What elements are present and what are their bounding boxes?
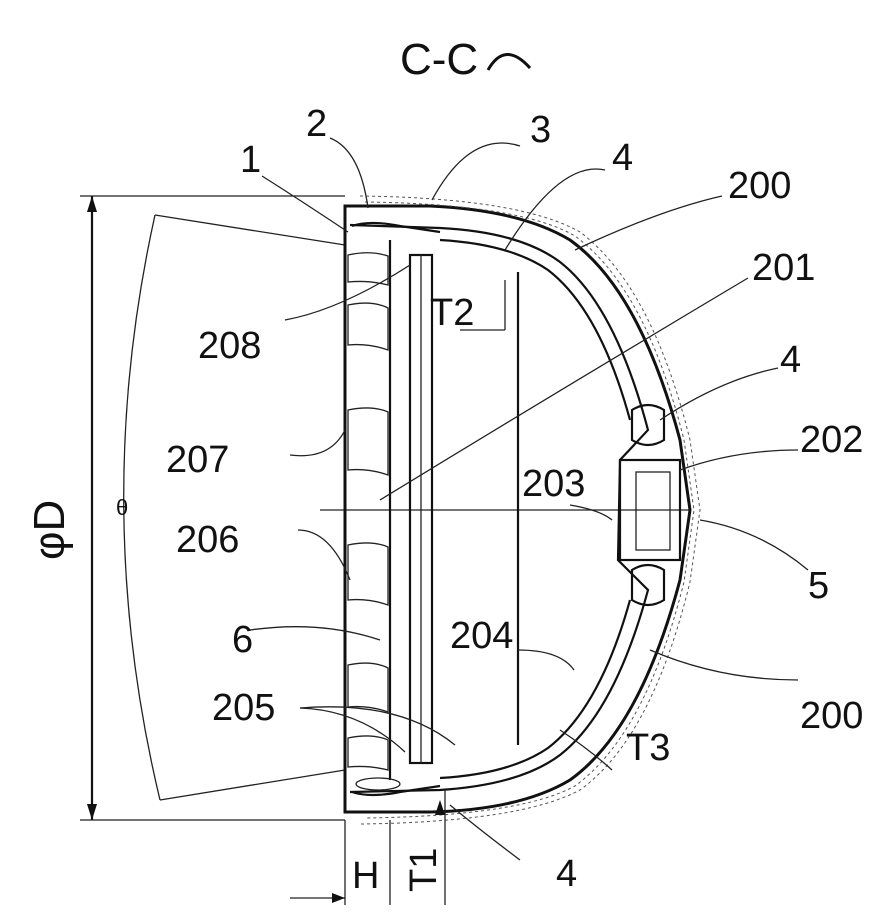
pocket-206 <box>348 543 388 605</box>
theta-arc <box>124 215 160 800</box>
label-4-mid: 4 <box>780 339 801 381</box>
leader-4-bottom <box>450 805 520 860</box>
leader-6 <box>250 627 380 640</box>
label-205: 205 <box>212 687 275 729</box>
label-5: 5 <box>808 565 829 607</box>
pocket-207 <box>348 408 388 475</box>
label-206: 206 <box>176 519 239 561</box>
label-1: 1 <box>240 139 261 181</box>
section-title: C-C <box>400 35 478 84</box>
label-200-top: 200 <box>728 165 791 207</box>
label-t3: T3 <box>626 727 670 769</box>
nose-bore <box>636 472 670 550</box>
inner-shell-wall <box>350 225 648 792</box>
leader-203 <box>570 505 612 520</box>
pocket-1 <box>348 253 388 285</box>
label-h: H <box>352 855 379 897</box>
theta-ray-bottom <box>160 770 345 800</box>
label-diameter: φD <box>25 500 74 560</box>
label-203: 203 <box>522 463 585 505</box>
label-6: 6 <box>232 619 253 661</box>
label-theta: θ <box>116 495 128 520</box>
leader-2 <box>330 138 368 208</box>
label-208: 208 <box>198 325 261 367</box>
t1-arrow-icon <box>435 800 445 815</box>
label-202: 202 <box>800 419 863 461</box>
leader-4-top <box>505 169 605 250</box>
label-4-bottom: 4 <box>556 853 577 895</box>
pocket-5 <box>348 663 388 712</box>
leader-202 <box>680 450 798 470</box>
leader-1 <box>262 176 348 232</box>
label-4-top: 4 <box>612 137 633 179</box>
h-arrow-icon <box>332 893 345 903</box>
pocket-6 <box>348 736 388 770</box>
label-t1: T1 <box>403 848 445 892</box>
arrow-top-icon <box>87 196 97 212</box>
leader-t3 <box>560 730 612 770</box>
nose-pocket-top <box>632 405 664 445</box>
label-2: 2 <box>306 103 327 145</box>
groove-slot-bottom <box>356 778 400 790</box>
label-207: 207 <box>166 439 229 481</box>
nose-pocket-bottom <box>632 565 664 605</box>
pocket-2 <box>348 303 388 350</box>
leader-204 <box>518 650 574 670</box>
leader-200-top <box>575 196 722 250</box>
leader-207 <box>290 430 345 456</box>
label-t2: T2 <box>430 292 474 334</box>
label-200-bottom: 200 <box>800 695 863 737</box>
arrow-bottom-icon <box>87 804 97 820</box>
leader-3 <box>432 143 520 200</box>
rotation-arc-icon <box>488 54 530 70</box>
leader-5 <box>700 520 808 570</box>
leader-206 <box>298 530 350 580</box>
label-201: 201 <box>752 247 815 289</box>
leader-200-bottom <box>650 650 798 680</box>
theta-ray-top <box>155 215 345 245</box>
label-204: 204 <box>450 615 513 657</box>
label-3: 3 <box>530 109 551 151</box>
